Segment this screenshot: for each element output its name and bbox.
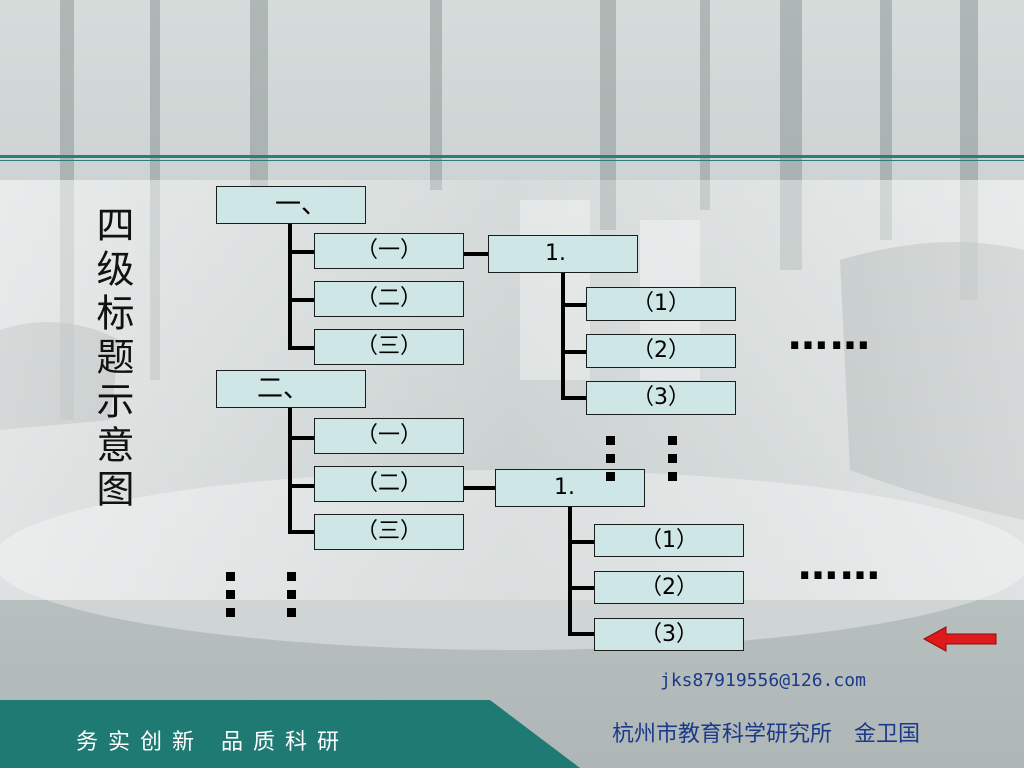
connector-b-h2 [288,484,316,488]
heading-level4-b3: （3） [594,618,744,651]
heading-level4-a1: （1） [586,287,736,321]
connector-a-l3 [463,252,489,256]
contact-email: jks87919556@126.com [660,670,866,691]
page-title: 四级标题示意图 [90,205,134,513]
heading-level2-b2: （二） [314,466,464,502]
header-divider-bottom [0,160,1024,161]
heading-level4-b1: （1） [594,524,744,557]
connector-b3-vertical [568,506,572,636]
heading-level4-a3: （3） [586,381,736,415]
vertical-dots-mid-right [668,436,678,490]
ellipsis-right-a: …… [788,313,872,359]
connector-b-vertical [288,406,292,534]
connector-b-l3 [463,486,497,490]
ellipsis-right-b: …… [798,543,882,589]
heading-level1-a: 一、 [216,186,366,224]
connector-b3-h2 [568,586,596,590]
heading-level1-b: 二、 [216,370,366,408]
connector-a-h3 [288,346,316,350]
connector-a-h2 [288,298,316,302]
vertical-dots-bottom-right [287,572,297,626]
footer-organization: 杭州市教育科学研究所 金卫国 [612,722,921,747]
connector-b3-h3 [568,632,596,636]
vertical-dots-mid-left [606,436,616,490]
heading-level2-a2: （二） [314,281,464,317]
heading-level2-a3: （三） [314,329,464,365]
connector-b-h1 [288,436,316,440]
heading-level4-b2: （2） [594,571,744,604]
heading-level3-b: 1. [495,469,645,507]
connector-a3-h2 [561,350,588,354]
footer-slogan: 务实创新 品质科研 [76,730,349,755]
vertical-dots-bottom-left [226,572,236,626]
connector-a-h1 [288,250,316,254]
connector-b-h3 [288,530,316,534]
heading-level3-a: 1. [488,235,638,273]
heading-level2-b3: （三） [314,514,464,550]
connector-b3-h1 [568,540,596,544]
heading-level4-a2: （2） [586,334,736,368]
heading-level2-b1: （一） [314,418,464,454]
connector-a-vertical [288,222,292,350]
heading-level2-a1: （一） [314,233,464,269]
connector-a3-h1 [561,303,588,307]
connector-a3-vertical [561,272,565,400]
connector-a3-h3 [561,396,588,400]
left-arrow-icon[interactable] [922,625,998,653]
header-divider-top [0,155,1024,158]
